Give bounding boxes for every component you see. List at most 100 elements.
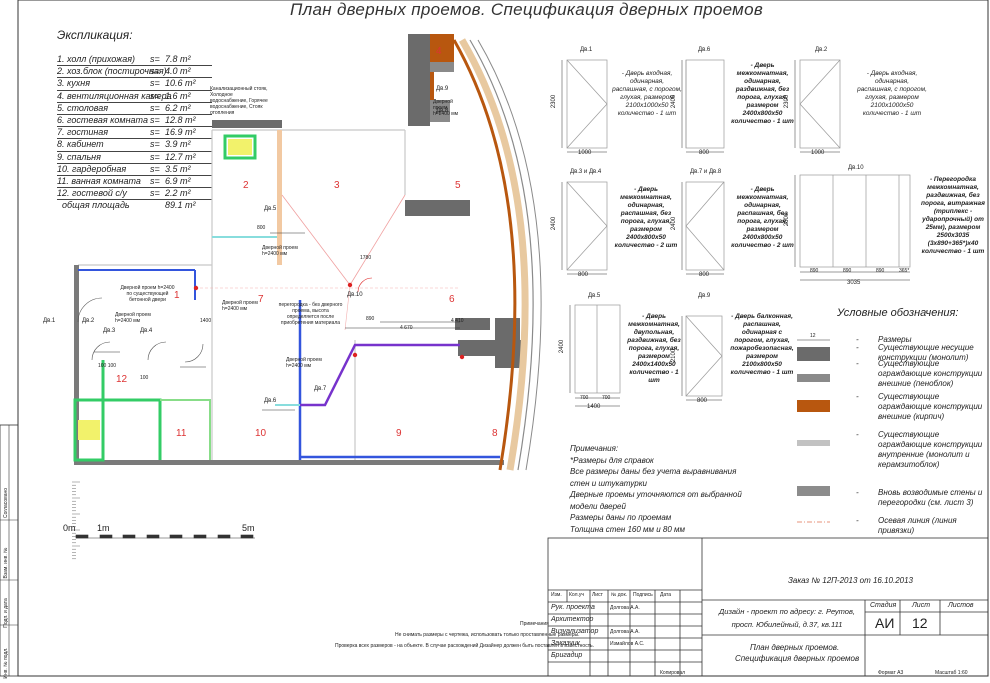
door-label-7: Дв.7: [314, 386, 327, 392]
door-spec-part-10-a: 890: [810, 268, 819, 274]
door-label-2: Дв.2: [82, 318, 95, 324]
tb-person-name: Измайлов А.С.: [610, 641, 645, 647]
legend-item: Осевая линия (линия привязки): [878, 516, 957, 535]
door-spec-text-1: - Дверь входная, одинарная, распашная, с…: [612, 70, 682, 117]
tb-sheet: 12: [912, 615, 928, 631]
tb-header: Дата: [660, 592, 672, 598]
tb-person-name: Долгова А.А.: [610, 629, 640, 635]
door-label-5: Дв.5: [264, 206, 277, 212]
tb-header: № док.: [611, 592, 628, 598]
door-label-3: Дв.3: [103, 328, 116, 334]
room-2: 2: [243, 180, 249, 191]
plan-dim-800: 800: [257, 225, 266, 231]
note-line: Дверные проемы уточняются от выбранной: [570, 490, 742, 499]
door-spec-text-6: - Дверь межкомнатная, одинарная, раздвиж…: [731, 62, 794, 125]
tb-header: Кол.уч: [569, 592, 584, 598]
explication-room-name: 9. спальня: [57, 151, 101, 162]
tb-role: Визуализатор: [551, 628, 599, 635]
explication-room-name: 8. кабинет: [57, 139, 104, 150]
plan-dim-100-100: 100 100: [98, 363, 117, 369]
plan-annotation-8: Канализационный стояк, Холодное водоснаб…: [210, 86, 268, 116]
door-spec-id-1: Дв.1: [580, 47, 593, 53]
explication-area: 12.8 m²: [165, 114, 196, 125]
side-stamp-label: Взам. инв. №: [3, 547, 9, 579]
note-line: модели дверей: [570, 501, 626, 511]
door-label-4: Дв.4: [140, 328, 153, 334]
tb-project: Дизайн - проект по адресу: г. Реутов, пр…: [719, 607, 855, 629]
room-4: 4: [436, 46, 442, 57]
scale-label-5: 5m: [242, 523, 255, 533]
note-line: *Размеры для справок: [570, 455, 654, 465]
tb-note-2: Проверка всех размеров - на объекте. В с…: [335, 643, 594, 649]
plan-annotation-4: Дверной проем h=2400 мм: [222, 300, 258, 312]
sheet-frame: [17, 0, 989, 677]
door-spec-text-9: - Дверь балконная, распашная, одинарная …: [730, 313, 794, 376]
tb-bottom-left: Копировал: [660, 670, 686, 676]
tb-sheets-label: Листов: [948, 602, 974, 609]
room-11: 11: [176, 428, 187, 439]
legend-dash: -: [856, 359, 859, 368]
tb-stage-label: Стадия: [870, 602, 897, 609]
door-spec-part-5-a: 700: [580, 395, 589, 401]
plan-annotation-1: Дверной проем h=2400 мм: [262, 245, 298, 257]
explication-room-name: 11. ванная комната: [57, 175, 141, 186]
explication-area: 2.2 m²: [165, 188, 191, 199]
explication-unit: s=: [150, 78, 160, 89]
explication-unit: s=: [150, 102, 160, 113]
explication-unit: s=: [150, 188, 160, 199]
explication-room-name: 5. столовая: [57, 102, 109, 113]
explication-row: 1. холл (прихожая)s=7.8 m²: [57, 54, 212, 67]
explication-room-name: 4. вентиляционная камера: [57, 90, 172, 101]
explication-row: 2. хоз.блок (постирочная)s=4.0 m²: [57, 66, 212, 79]
door-label-1: Дв.1: [43, 318, 56, 324]
explication-unit: s=: [150, 139, 160, 150]
tb-role: Архитектор: [551, 616, 594, 623]
room-8: 8: [492, 428, 498, 439]
side-stamp-label: Согласовано: [3, 487, 9, 519]
tb-sheet-label: Лист: [912, 602, 931, 609]
explication-area: 3.9 m²: [165, 139, 191, 150]
door-spec-part-5-b: 700: [602, 395, 611, 401]
explication-unit: s=: [150, 151, 160, 162]
tb-role: Заказчик: [551, 640, 580, 647]
plan-dim-100: 100: [140, 375, 149, 381]
tb-order: Заказ № 12П-2013 от 16.10.2013: [788, 576, 913, 585]
door-spec-id-5: Дв.5: [588, 293, 601, 299]
tb-bottom-right: Масштаб 1:60: [935, 670, 968, 676]
legend-dash: -: [856, 343, 859, 352]
tb-sheet-name-1: План дверных проемов.: [750, 643, 840, 652]
note-line: Размеры даны по проемам: [570, 513, 672, 522]
room-3: 3: [334, 180, 340, 191]
legend-dash: -: [856, 335, 859, 344]
explication-unit: s=: [150, 175, 160, 186]
plan-annotation-6: Дверной проем h=2400 мм: [286, 357, 322, 369]
door-label-6: Дв.6: [264, 398, 277, 404]
door-spec-h-6: 2400: [671, 94, 678, 109]
explication-unit: s=: [150, 66, 160, 77]
door-spec-w-6: 800: [699, 150, 710, 156]
door-spec-w-5: 1400: [587, 404, 601, 410]
note-line: Все размеры даны без учета выравнивания: [570, 467, 737, 476]
explication-room-name: 2. хоз.блок (постирочная): [57, 66, 167, 77]
door-spec-text-34: - Дверь межкомнатная, одинарная, распашн…: [614, 186, 678, 249]
explication-unit: s=: [150, 163, 160, 174]
plan-annotation-5: перегородка - без дверного проема, высот…: [278, 302, 343, 326]
door-spec-id-78: Дв.7 и Дв.8: [690, 169, 722, 175]
plan-dim-890: 890: [366, 316, 375, 322]
explication-area: 1.6 m²: [165, 90, 191, 101]
door-spec-text-5: - Дверь межкомнатная, двупольная, раздви…: [627, 313, 681, 384]
door-label-10: Дв.10: [347, 292, 363, 298]
explication-room-name: 1. холл (прихожая): [57, 54, 136, 64]
door-spec-h-10: 2500: [784, 212, 791, 227]
door-spec-h-78: 2400: [671, 216, 678, 231]
explication-total-value: 89.1 m²: [165, 200, 196, 211]
explication-unit: s=: [150, 90, 160, 101]
room-5: 5: [455, 180, 461, 191]
door-spec-id-9: Дв.9: [698, 293, 711, 299]
